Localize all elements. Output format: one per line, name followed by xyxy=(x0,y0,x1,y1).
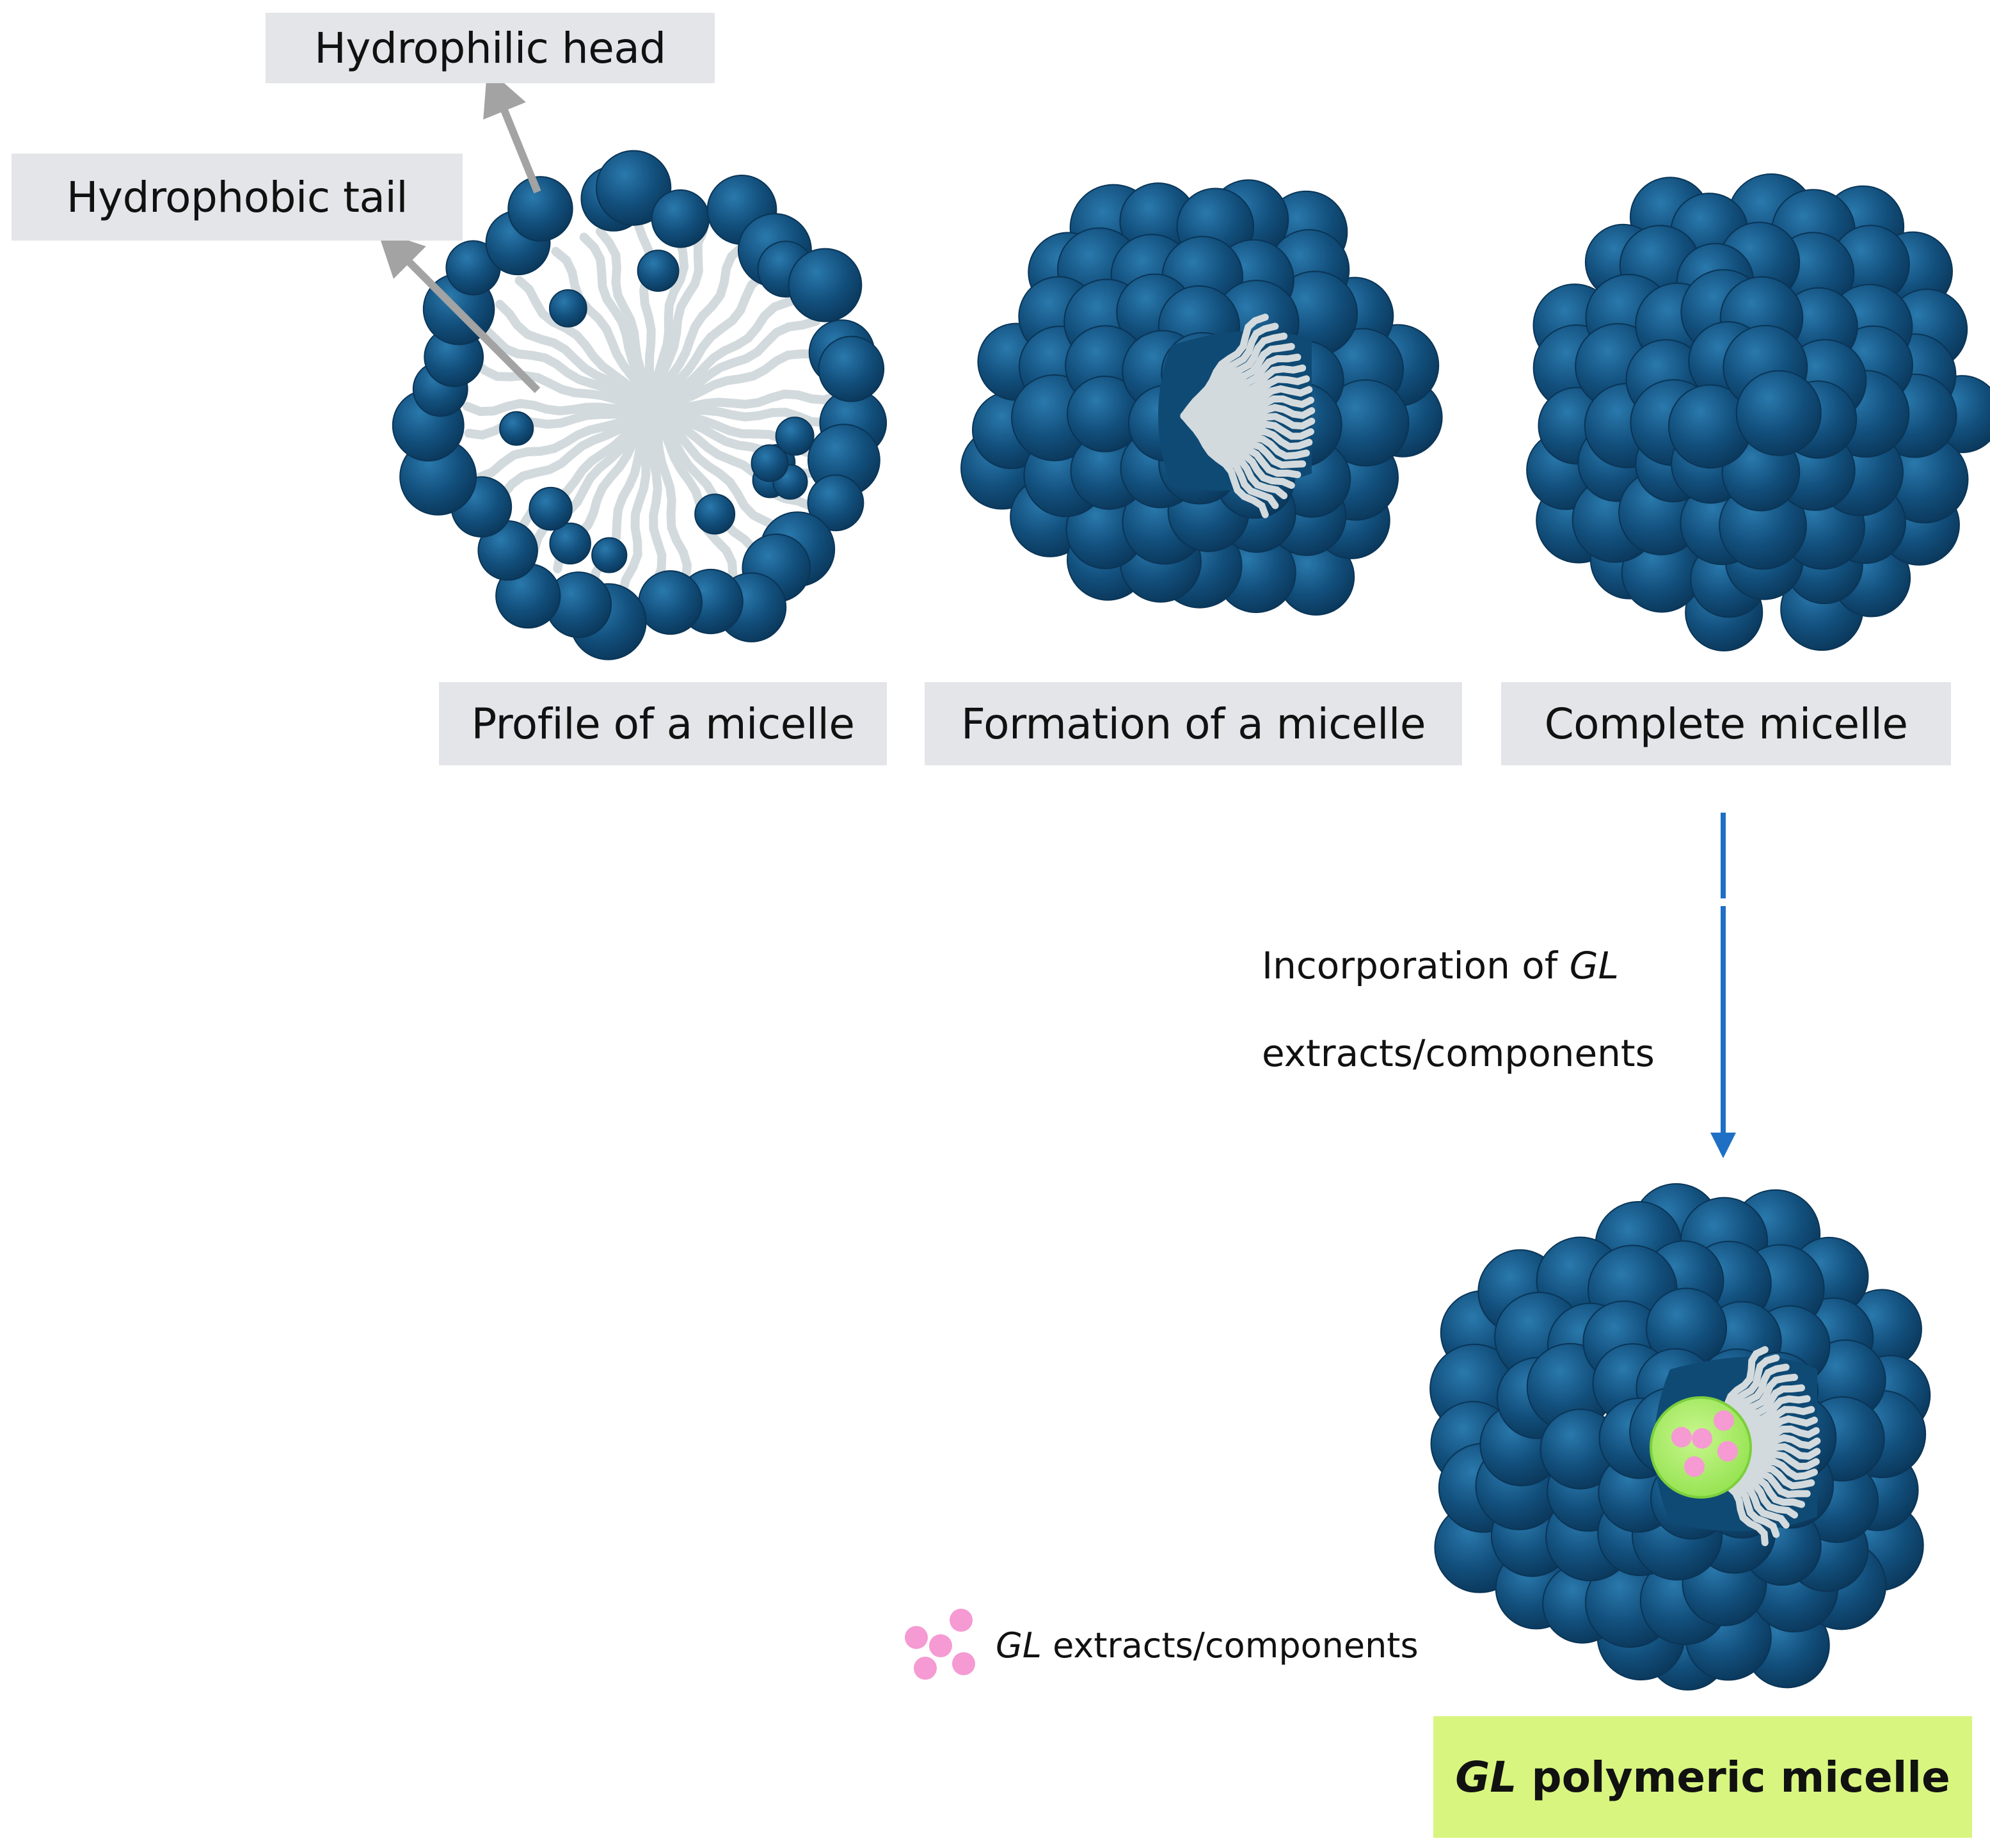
formation-of-micelle-label: Formation of a micelle xyxy=(925,682,1462,765)
hydrophilic-head-label: Hydrophilic head xyxy=(266,13,715,83)
complete-micelle-graphic xyxy=(1526,173,1990,652)
complete-micelle-label: Complete micelle xyxy=(1501,682,1951,765)
gl-polymeric-micelle-label: GL polymeric micelle xyxy=(1433,1716,1972,1838)
hydrophobic-tail-label: Hydrophobic tail xyxy=(12,154,463,241)
legend-label-rest: extracts/components xyxy=(1041,1625,1419,1666)
incorporation-text-prefix: Incorporation of xyxy=(1262,944,1570,987)
final-label-rest: polymeric micelle xyxy=(1516,1752,1950,1802)
gl-polymeric-micelle-graphic xyxy=(1429,1183,1931,1691)
profile-micelle-graphic xyxy=(392,150,888,660)
legend-label-gl: GL xyxy=(996,1625,1042,1666)
incorporation-text: Incorporation of GL xyxy=(1262,944,1619,987)
hydrophobic-tail-pointer-arrow xyxy=(377,230,541,394)
profile-of-micelle-label: Profile of a micelle xyxy=(439,682,887,765)
formation-micelle-graphic xyxy=(960,179,1443,616)
final-label-gl: GL xyxy=(1455,1752,1517,1802)
hydrophilic-head-pointer-arrow xyxy=(483,68,541,194)
gl-extract-dots-icon xyxy=(905,1609,975,1680)
legend-label: GL extracts/components xyxy=(996,1625,1419,1666)
incorporation-text-line2: extracts/components xyxy=(1262,1032,1655,1075)
incorporation-text-gl: GL xyxy=(1569,944,1619,987)
